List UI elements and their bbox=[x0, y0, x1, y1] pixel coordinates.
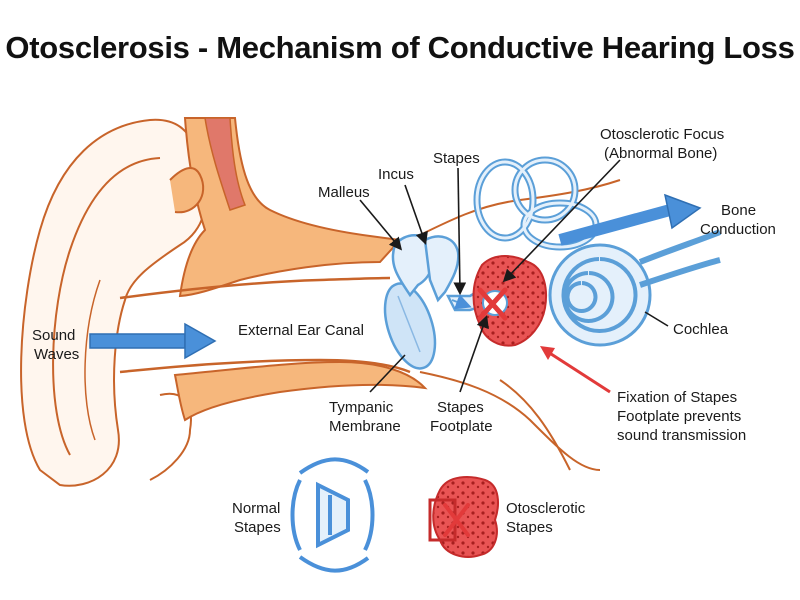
sound-waves-label: Waves bbox=[34, 346, 79, 363]
fixation-note: sound transmission bbox=[617, 427, 746, 444]
otosclerotic-stapes-label: Stapes bbox=[506, 519, 553, 536]
fixation-note: Fixation of Stapes bbox=[617, 389, 737, 406]
labels: Sound Waves External Ear Canal Malleus I… bbox=[32, 126, 776, 536]
tympanic-membrane-label: Tympanic bbox=[329, 399, 394, 416]
red-x-icon bbox=[443, 503, 470, 537]
incus bbox=[423, 235, 460, 303]
otosclerotic-focus bbox=[472, 255, 547, 347]
tympanic-membrane-label: Membrane bbox=[329, 418, 401, 435]
otosclerotic-focus-label: Otosclerotic Focus bbox=[600, 126, 724, 143]
temporal-tissue bbox=[169, 117, 428, 422]
stapes-footplate-label: Footplate bbox=[430, 418, 493, 435]
muscle bbox=[204, 117, 246, 211]
normal-stapes-label: Normal bbox=[232, 500, 280, 517]
cochlea bbox=[548, 229, 722, 347]
fixation-note: Footplate prevents bbox=[617, 408, 741, 425]
stapes-footplate-label: Stapes bbox=[437, 399, 484, 416]
stapes-label: Stapes bbox=[433, 150, 480, 167]
incus-label: Incus bbox=[378, 166, 414, 183]
red-x-icon bbox=[477, 287, 508, 321]
malleus-label: Malleus bbox=[318, 184, 370, 201]
cochlea-label: Cochlea bbox=[673, 321, 729, 338]
ossicles bbox=[391, 234, 488, 312]
otosclerotic-focus-label: (Abnormal Bone) bbox=[604, 145, 717, 162]
normal-stapes-label: Stapes bbox=[234, 519, 281, 536]
page-title: Otosclerosis - Mechanism of Conductive H… bbox=[5, 30, 795, 65]
bone-conduction-label: Bone bbox=[721, 202, 756, 219]
leader-lines bbox=[359, 159, 669, 393]
fixation-pointer bbox=[540, 346, 611, 394]
bone-conduction-arrow bbox=[558, 193, 702, 246]
otosclerotic-stapes-icon bbox=[428, 476, 499, 558]
bone-conduction-label: Conduction bbox=[700, 221, 776, 238]
otosclerotic-stapes-label: Otosclerotic bbox=[506, 500, 586, 517]
external-ear-canal-label: External Ear Canal bbox=[238, 322, 364, 339]
right-arrow-icon bbox=[89, 322, 217, 360]
normal-stapes-icon bbox=[290, 457, 375, 573]
sound-waves-label: Sound bbox=[32, 327, 75, 344]
